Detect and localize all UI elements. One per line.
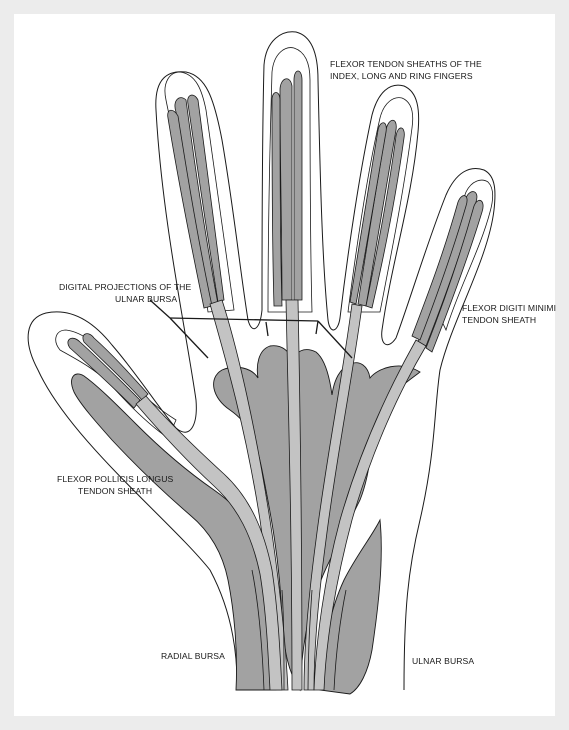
label-ulnar-bursa: ULNAR BURSA <box>412 655 474 667</box>
label-flexor-sheaths-line1: FLEXOR TENDON SHEATHS OF THE <box>330 58 482 70</box>
label-radial-bursa: RADIAL BURSA <box>161 650 225 662</box>
label-flexor-digiti-line1: FLEXOR DIGITI MINIMI <box>462 302 556 314</box>
label-flexor-digiti-line2: TENDON SHEATH <box>462 314 536 326</box>
label-flexor-pollicis-line2: TENDON SHEATH <box>78 485 152 497</box>
label-flexor-sheaths-line2: INDEX, LONG AND RING FINGERS <box>330 70 473 82</box>
long-finger-tendons <box>272 71 302 306</box>
label-digital-projections-line2: ULNAR BURSA <box>115 293 177 305</box>
label-flexor-pollicis-line1: FLEXOR POLLICIS LONGUS <box>57 473 173 485</box>
label-digital-projections-line1: DIGITAL PROJECTIONS OF THE <box>59 281 191 293</box>
